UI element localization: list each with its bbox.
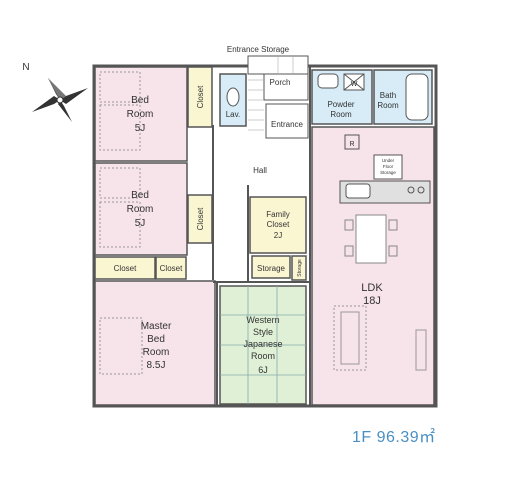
- under-floor-storage: [373, 154, 403, 180]
- family-closet-line2: Closet: [267, 220, 290, 229]
- family-closet: [249, 196, 307, 254]
- family-closet-line1: Family: [266, 210, 290, 219]
- bath-room-line2: Room: [377, 101, 399, 110]
- hall-label: Hall: [253, 166, 267, 175]
- ldk-name: LDK: [361, 282, 383, 294]
- bed-room-1-name2: Room: [127, 109, 154, 120]
- storage-1: [251, 255, 291, 279]
- powder-room-line1: Powder: [327, 100, 354, 109]
- under-floor-line2: Floor: [383, 164, 394, 169]
- storage-1-label: Storage: [257, 264, 286, 273]
- bed-room-2-name2: Room: [127, 204, 154, 215]
- ldk-size: 18J: [363, 295, 381, 307]
- closet-1: [187, 66, 213, 128]
- master-bed-room-line3: Room: [143, 347, 170, 358]
- dining-table: [355, 214, 387, 264]
- bed-room-1-size: 5J: [135, 123, 146, 134]
- bed-room-1-name: Bed: [131, 95, 149, 106]
- powder-room-line2: Room: [330, 110, 352, 119]
- under-floor-line1: Under: [382, 158, 395, 163]
- japanese-room-line2: Style: [253, 327, 273, 337]
- bath-room-line1: Bath: [380, 91, 396, 100]
- japanese-room-size: 6J: [258, 365, 268, 375]
- closet-2: [187, 194, 213, 244]
- floor-area-label: 1F 96.39㎡: [352, 429, 436, 446]
- lav-label: Lav.: [226, 110, 241, 119]
- entrance: [265, 103, 309, 139]
- closet-3: [94, 256, 156, 280]
- washer-label: W: [351, 81, 358, 88]
- master-bed-room-line1: Master: [141, 321, 172, 332]
- closet-2-label: Closet: [196, 207, 205, 230]
- master-bed-room-line2: Bed: [147, 334, 165, 345]
- ldk: [311, 126, 435, 406]
- sofa: [333, 305, 367, 371]
- storage-2-label: Storage: [297, 259, 303, 277]
- master-bed-room-size: 8.5J: [147, 360, 166, 371]
- compass-north-label: N: [22, 62, 29, 73]
- bed-room-2-name: Bed: [131, 190, 149, 201]
- entrance-label: Entrance: [271, 120, 304, 129]
- master-bed-room: [94, 280, 216, 406]
- porch: [263, 73, 309, 101]
- bed-room-2: [94, 162, 188, 256]
- bed-room-2-size: 5J: [135, 218, 146, 229]
- compass-icon: N: [22, 62, 88, 122]
- japanese-room-line3: Japanese: [243, 339, 282, 349]
- refrigerator-label: R: [349, 141, 354, 148]
- bed-room-1: [94, 66, 188, 162]
- storage-2: [291, 255, 307, 281]
- closet-3-label: Closet: [114, 264, 137, 273]
- closet-1-label: Closet: [196, 85, 205, 108]
- japanese-room-line1: Western: [246, 315, 279, 325]
- entrance-storage-label: Entrance Storage: [227, 45, 290, 54]
- under-floor-line3: Storage: [380, 170, 396, 175]
- japanese-room-line4: Room: [251, 351, 275, 361]
- closet-4-label: Closet: [160, 264, 183, 273]
- porch-label: Porch: [270, 78, 291, 87]
- closet-4: [155, 256, 187, 280]
- family-closet-size: 2J: [274, 231, 282, 240]
